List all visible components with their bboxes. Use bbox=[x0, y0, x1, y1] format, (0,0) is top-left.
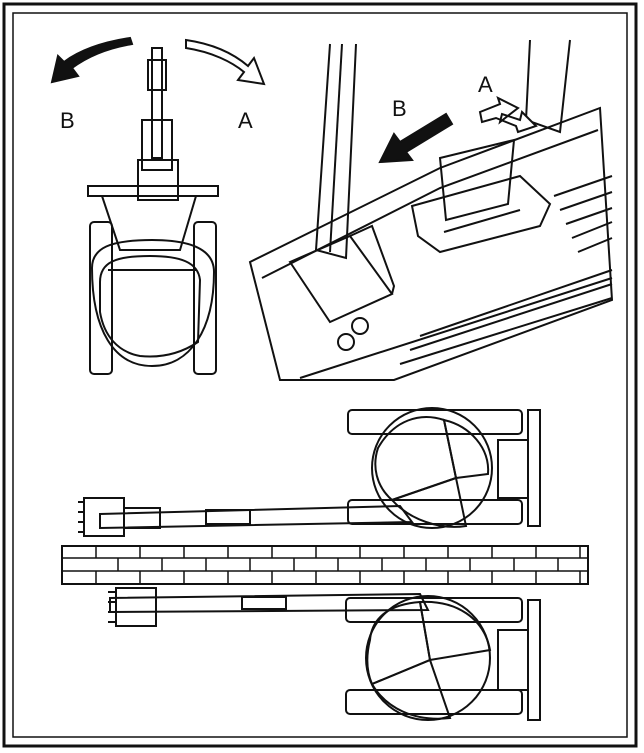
label-top-right-a: A bbox=[478, 72, 493, 97]
inner-border bbox=[12, 12, 628, 738]
front-view-excavator bbox=[50, 36, 266, 375]
swing-pedal-closeup bbox=[248, 39, 614, 381]
pedal-arrow-b-icon bbox=[378, 112, 454, 164]
top-view-excavator-lower bbox=[108, 587, 541, 721]
swing-arrow-a-icon bbox=[185, 38, 266, 86]
swing-arrow-b-icon bbox=[50, 36, 134, 84]
label-top-right-b: B bbox=[392, 96, 407, 121]
outer-border bbox=[2, 2, 638, 748]
pedal-arrow-a-icon bbox=[478, 96, 538, 134]
label-top-left-b: B bbox=[60, 108, 75, 133]
top-view-excavator-upper bbox=[78, 407, 541, 537]
label-top-left-a: A bbox=[238, 108, 253, 133]
brick-wall bbox=[61, 545, 589, 585]
